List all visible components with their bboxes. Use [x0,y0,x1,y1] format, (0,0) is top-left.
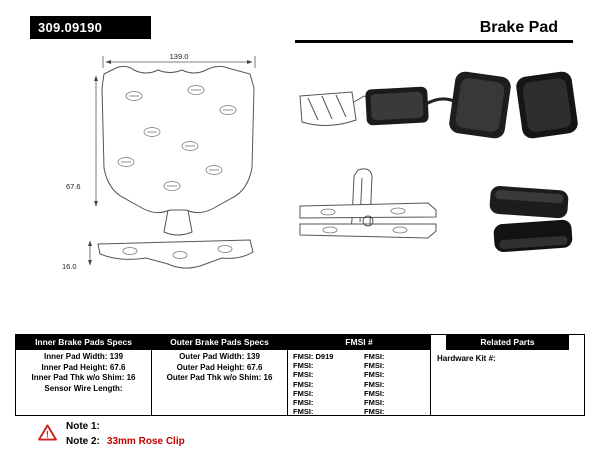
fmsi-row: FMSI: [293,379,314,389]
note-2: Note 2: 33mm Rose Clip [66,436,185,447]
dimension-lines [88,56,256,266]
fmsi-row: FMSI: [364,352,385,361]
pad-with-sensor-drawing [299,91,381,126]
dim-width-label: 139.0 [170,52,189,61]
pad-photos-bottom-right [489,185,573,253]
title-underline: Brake Pad [295,13,573,43]
fmsi-column: FMSI # FMSI: D919 FMSI: FMSI: FMSI: FMSI… [288,335,431,416]
fmsi-row: FMSI: [293,398,314,408]
svg-text:!: ! [46,430,49,441]
note-1: Note 1: [66,421,100,432]
inner-pad-width-row: Inner Pad Width: 139 [43,352,124,361]
clip-drawing [351,168,373,233]
dim-thickness-label: 16.0 [62,262,77,271]
fmsi-row: FMSI: [293,407,314,417]
fmsi-row: FMSI: [364,388,385,398]
fmsi-subcolumn-2: FMSI: FMSI: FMSI: FMSI: FMSI: FMSI: FMSI… [359,352,430,416]
inner-specs-header: Inner Brake Pads Specs [16,335,151,350]
outer-specs-header: Outer Brake Pads Specs [152,335,287,350]
note-1-label: Note 1: [66,421,100,432]
fmsi-row: FMSI: D919 [293,352,334,361]
fmsi-header: FMSI # [288,335,430,350]
related-parts-body: Hardware Kit #: [431,350,584,415]
outer-pad-width-row: Outer Pad Width: 139 [179,352,260,361]
inner-pad-thickness-row: Inner Pad Thk w/o Shim: 16 [31,373,136,382]
dim-height-label: 67.6 [66,182,81,191]
pad-profile-view-drawing [97,239,254,269]
fmsi-subcolumn-1: FMSI: D919 FMSI: FMSI: FMSI: FMSI: FMSI:… [288,352,359,416]
page-title: Brake Pad [479,19,558,36]
note-2-value: 33mm Rose Clip [106,436,185,447]
sensor-wire-length-row: Sensor Wire Length: [44,383,123,393]
pad-photo-top-middle [365,86,457,126]
fmsi-row: FMSI: [364,361,385,371]
pad-photos-top-right [449,71,578,139]
outer-pad-height-row: Outer Pad Height: 67.6 [176,362,263,372]
note-2-label: Note 2: [66,436,100,447]
sensor-wire [425,97,457,106]
fmsi-row: FMSI: [293,388,314,398]
fmsi-row: FMSI: [364,370,385,380]
spec-table: Inner Brake Pads Specs Inner Pad Width: … [15,334,585,416]
part-number-badge: 309.09190 [30,16,151,39]
inner-pad-height-row: Inner Pad Height: 67.6 [41,362,126,372]
outer-specs-body: Outer Pad Width: 139 Outer Pad Height: 6… [152,350,287,415]
fmsi-body: FMSI: D919 FMSI: FMSI: FMSI: FMSI: FMSI:… [288,350,430,416]
fmsi-row: FMSI: [293,361,314,371]
fmsi-row: FMSI: [364,379,385,389]
related-parts-column: Related Parts Hardware Kit #: [431,335,584,415]
related-parts-header: Related Parts [446,335,569,350]
fmsi-row: FMSI: [364,407,385,417]
pad-rear-view-drawing [101,65,255,236]
logo-stamps [117,85,237,191]
outer-pad-thickness-row: Outer Pad Thk w/o Shim: 16 [166,373,273,382]
fmsi-row: FMSI: [364,398,385,408]
technical-drawing: 139.0 67.6 16.0 [62,52,578,271]
inner-specs-column: Inner Brake Pads Specs Inner Pad Width: … [16,335,152,415]
hardware-kit-row: Hardware Kit #: [437,354,496,363]
outer-specs-column: Outer Brake Pads Specs Outer Pad Width: … [152,335,288,415]
pad-side-view-drawing [299,202,437,239]
fmsi-row: FMSI: [293,370,314,380]
warning-icon: ! [38,424,57,441]
inner-specs-body: Inner Pad Width: 139 Inner Pad Height: 6… [16,350,151,415]
